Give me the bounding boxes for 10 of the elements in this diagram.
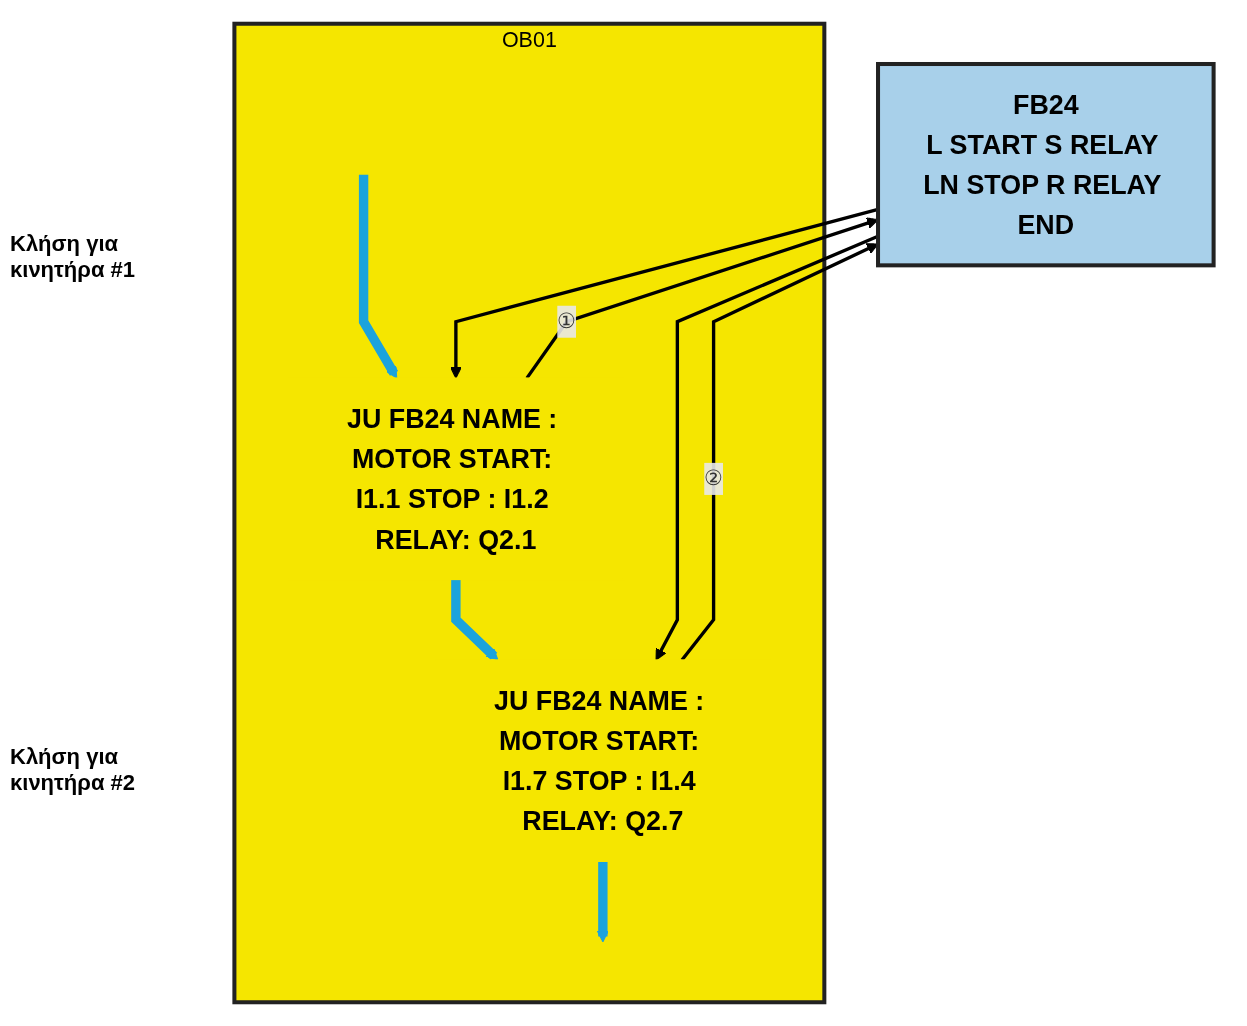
arrow [596,861,609,943]
node-text: JU FB24 NAME : MOTOR START: I1.7 STOP : I1.4 RELAY: Q2.7 [493,685,704,836]
edge-label: ② [703,466,723,490]
edge-label: ① [556,309,576,333]
call-note: Κλήση για κινητήρα #2 [10,743,137,796]
node-box: FB24 L START S RELAY LN STOP R RELAY END [875,62,1216,268]
call-note: Κλήση για κινητήρα #1 [10,230,137,283]
node-text: JU FB24 NAME : MOTOR START: I1.1 STOP : I1.2 RELAY: Q2.1 [346,403,557,554]
arrow [450,579,498,661]
arrow [358,174,398,379]
